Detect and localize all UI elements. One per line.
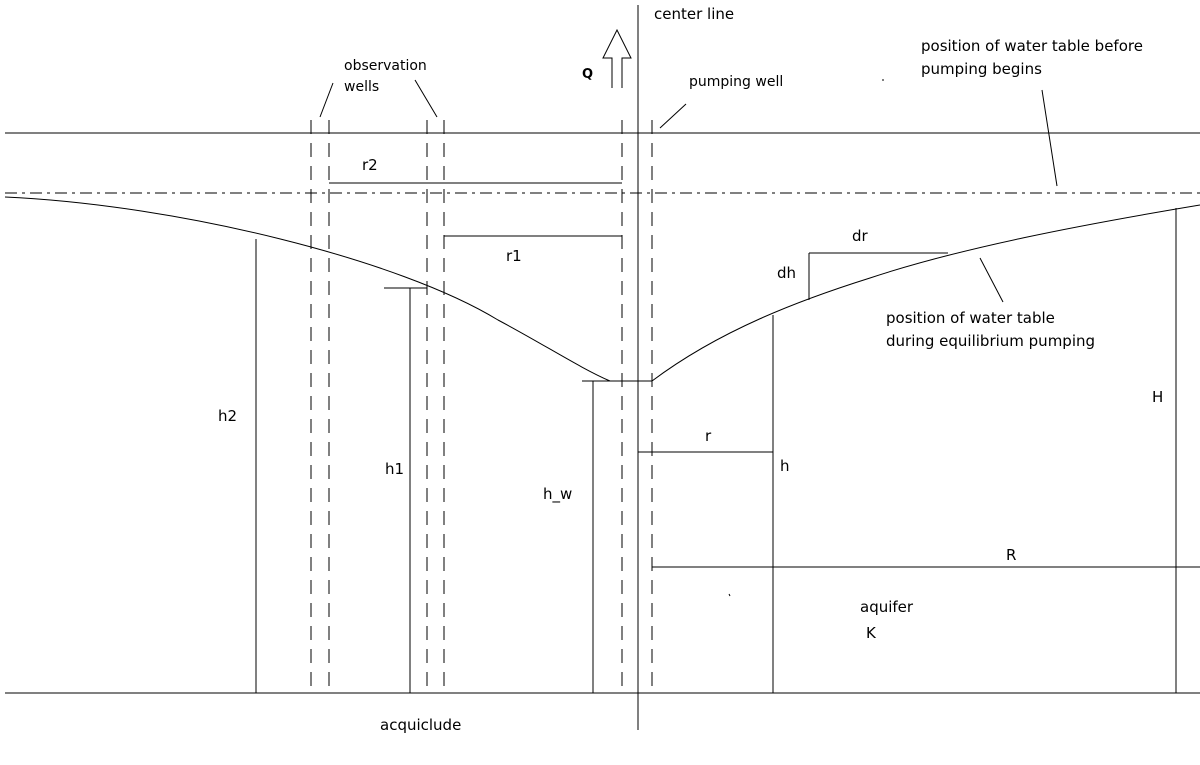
- center-line-label: center line: [654, 5, 735, 23]
- pumping-well-leader: [659, 103, 687, 129]
- discharge-arrow-icon: [602, 28, 632, 88]
- observation-wells-leader-right: [414, 79, 438, 118]
- r2-label: r2: [362, 156, 378, 174]
- h2-label: h2: [218, 407, 238, 425]
- r1-label: r1: [506, 247, 522, 265]
- r-label: r: [705, 427, 712, 445]
- water-table-during-label-line2: during equilibrium pumping: [886, 332, 1096, 350]
- water-table-before-label-line2: pumping begins: [921, 60, 1042, 78]
- aquifer-label: aquifer: [860, 598, 914, 616]
- stray-mark-2: [728, 593, 731, 597]
- h-label: h: [780, 457, 790, 475]
- dh-label: dh: [777, 264, 797, 282]
- water-table-before-label-line1: position of water table before: [921, 37, 1143, 55]
- R-label: R: [1006, 546, 1017, 564]
- pumping-well-label: pumping well: [689, 74, 784, 90]
- water-table-before-leader: [1041, 89, 1058, 187]
- observation-wells-leader-left: [319, 82, 334, 118]
- water-table-during-label-line1: position of water table: [886, 309, 1055, 327]
- drawdown-curve-left: [4, 196, 611, 382]
- observation-wells-label-line2: wells: [344, 79, 380, 95]
- drawdown-curve-right: [651, 204, 1200, 382]
- H-label: H: [1152, 388, 1164, 406]
- hw-label: h_w: [543, 485, 573, 503]
- dr-label: dr: [852, 227, 868, 245]
- discharge-label: Q: [582, 67, 594, 82]
- observation-wells-label-line1: observation: [344, 58, 427, 74]
- water-table-during-leader: [979, 257, 1004, 303]
- hydraulic-conductivity-label: K: [866, 624, 876, 642]
- h1-label: h1: [385, 460, 405, 478]
- acquiclude-label: acquiclude: [380, 716, 462, 734]
